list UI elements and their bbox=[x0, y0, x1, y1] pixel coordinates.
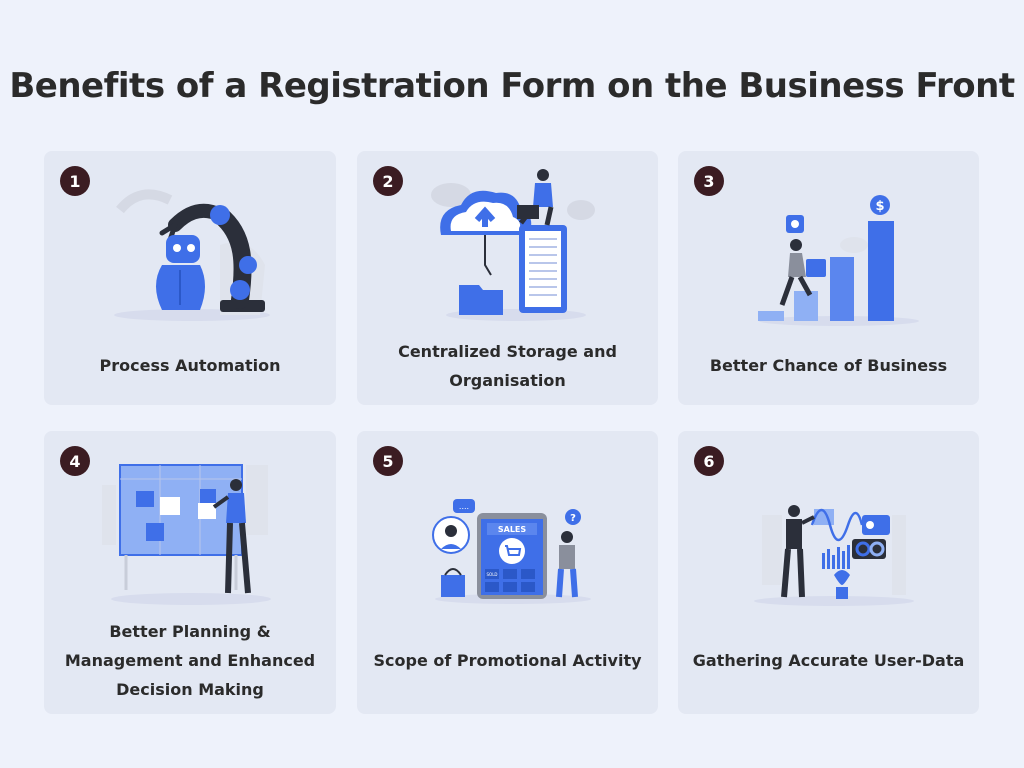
page-title: Benefits of a Registration Form on the B… bbox=[9, 66, 1015, 106]
benefit-label: Gathering Accurate User-Data bbox=[692, 651, 965, 670]
question-mark-icon: ? bbox=[570, 513, 576, 524]
number-badge: 2 bbox=[373, 166, 403, 196]
number-badge: 1 bbox=[60, 166, 90, 196]
dollar-icon: $ bbox=[875, 199, 884, 214]
benefit-label: Better Planning & Management and Enhance… bbox=[64, 622, 316, 699]
benefit-label: Better Chance of Business bbox=[709, 356, 948, 375]
benefit-card-promotional-activity: 5 .... SALES SOLD ? Scope of Promotional… bbox=[357, 431, 658, 714]
analytics-dashboard-illustration bbox=[754, 505, 914, 606]
planning-board-illustration bbox=[102, 464, 271, 605]
number-badge: 5 bbox=[373, 446, 403, 476]
benefit-label: Scope of Promotional Activity bbox=[373, 651, 642, 670]
benefit-card-process-automation: 1 Process Automation bbox=[44, 151, 336, 405]
benefit-card-better-chance: 3 $ Better Chance of Business bbox=[678, 151, 979, 405]
sales-text: SALES bbox=[498, 525, 527, 534]
number-badge: 6 bbox=[694, 446, 724, 476]
chat-dots-icon: .... bbox=[459, 502, 469, 511]
cloud-storage-illustration bbox=[431, 169, 595, 321]
robot-arm-illustration bbox=[114, 189, 270, 321]
growth-stairs-illustration: $ bbox=[758, 195, 919, 326]
benefit-card-accurate-user-data: 6 Gathering Accurate User-Data bbox=[678, 431, 979, 714]
benefit-label: Process Automation bbox=[99, 356, 281, 375]
benefit-card-better-planning: 4 Better Planning & Management and Enhan… bbox=[44, 431, 336, 714]
number-badge: 4 bbox=[60, 446, 90, 476]
number-badge: 3 bbox=[694, 166, 724, 196]
sold-tag: SOLD bbox=[487, 572, 498, 577]
benefit-card-centralized-storage: 2 Centralized Storage and Organisation bbox=[357, 151, 658, 405]
sales-phone-illustration: .... SALES SOLD ? bbox=[432, 499, 591, 604]
benefit-label: Centralized Storage and Organisation bbox=[398, 342, 617, 390]
